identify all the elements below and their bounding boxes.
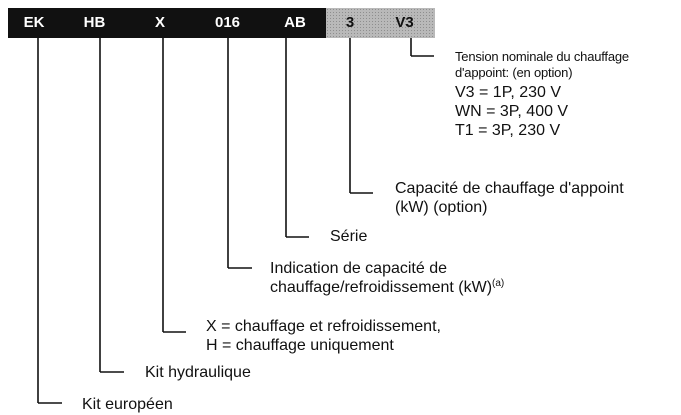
capacite-line-1: Indication de capacité de [270, 260, 448, 277]
label-capacite-appoint: Capacité de chauffage d'appoint (kW) (op… [395, 179, 624, 217]
capacite-line-2: chauffage/refroidissement (kW)(a) [270, 278, 504, 297]
code-segment-3: 3 [326, 8, 374, 38]
label-tension-nominale: Tension nominale du chauffage d'appoint:… [455, 49, 629, 81]
type-line-1: X = chauffage et refroidissement, [206, 318, 441, 335]
code-segment-016: 016 [191, 8, 264, 38]
code-segment-ek: EK [8, 8, 60, 38]
capacite-appoint-line-1: Capacité de chauffage d'appoint [395, 180, 624, 197]
tension-option-t1: T1 = 3P, 230 V [455, 122, 561, 139]
tension-option-wn: WN = 3P, 400 V [455, 103, 569, 120]
tension-line-2: d'appoint: (en option) [455, 65, 573, 80]
capacite-line-2-text: chauffage/refroidissement (kW) [270, 279, 493, 296]
label-kit-europeen: Kit européen [82, 396, 173, 413]
tension-line-1: Tension nominale du chauffage [455, 49, 629, 64]
label-tension-options: V3 = 1P, 230 V WN = 3P, 400 V T1 = 3P, 2… [455, 83, 568, 140]
model-code-bar: EK HB X 016 AB 3 V3 [8, 8, 435, 38]
code-segment-x: X [129, 8, 191, 38]
type-line-2: H = chauffage uniquement [206, 337, 394, 354]
code-segment-v3: V3 [374, 8, 435, 38]
label-serie: Série [330, 228, 368, 245]
label-type: X = chauffage et refroidissement, H = ch… [206, 317, 441, 355]
code-segment-hb: HB [60, 8, 129, 38]
label-kit-hydraulique: Kit hydraulique [145, 364, 251, 381]
capacite-appoint-line-2: (kW) (option) [395, 199, 488, 216]
tension-option-v3: V3 = 1P, 230 V [455, 84, 562, 101]
label-capacite: Indication de capacité de chauffage/refr… [270, 259, 504, 297]
footnote-marker: (a) [492, 278, 505, 289]
code-segment-ab: AB [264, 8, 326, 38]
